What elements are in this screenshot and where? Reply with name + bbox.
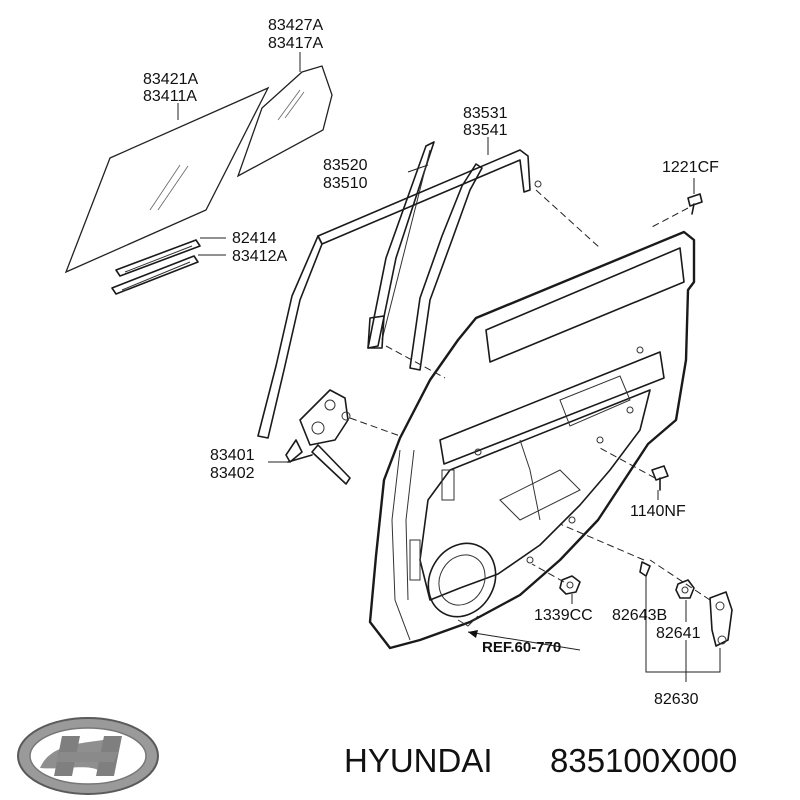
label-1140nf: 1140NF — [630, 503, 686, 520]
bolt-1221cf — [687, 193, 703, 215]
part-number: 835100X000 — [550, 742, 737, 779]
nut-82641 — [675, 579, 695, 599]
label-83401: 83401 — [210, 447, 255, 464]
window-channel-front — [367, 141, 435, 349]
label-82414: 82414 — [232, 230, 277, 247]
label-1221cf: 1221CF — [662, 159, 719, 176]
door-glass — [64, 86, 270, 274]
label-1339cc: 1339CC — [534, 607, 593, 624]
label-83510: 83510 — [323, 175, 368, 192]
label-83541: 83541 — [463, 122, 508, 139]
nut-1339cc — [559, 575, 581, 595]
reference-label: REF.60-770 — [482, 639, 561, 656]
dashed-leaders — [349, 189, 711, 601]
window-frame-seal — [257, 149, 542, 439]
label-83421a: 83421A — [143, 71, 198, 88]
label-83427a: 83427A — [268, 17, 323, 34]
brand-name: HYUNDAI — [344, 742, 493, 779]
callout-labels: 83427A 83417A 83421A 83411A 83531 83541 … — [143, 17, 719, 708]
quarter-glass — [236, 65, 333, 178]
label-83417a: 83417A — [268, 35, 323, 52]
window-regulator — [285, 389, 351, 485]
label-83520: 83520 — [323, 157, 368, 174]
label-83412a: 83412A — [232, 248, 287, 265]
door-inner-panel — [368, 230, 696, 650]
clip-82643b — [639, 561, 651, 577]
label-83411a: 83411A — [143, 88, 197, 105]
hyundai-logo-icon — [17, 717, 159, 795]
label-82630: 82630 — [654, 691, 699, 708]
label-83402: 83402 — [210, 465, 255, 482]
glass-run-strips — [111, 239, 201, 295]
label-leaders — [177, 52, 721, 682]
label-83531: 83531 — [463, 105, 508, 122]
handle-82630 — [709, 591, 733, 647]
label-82643b: 82643B — [612, 607, 667, 624]
bolt-1140nf — [651, 465, 669, 491]
label-82641: 82641 — [656, 625, 701, 642]
